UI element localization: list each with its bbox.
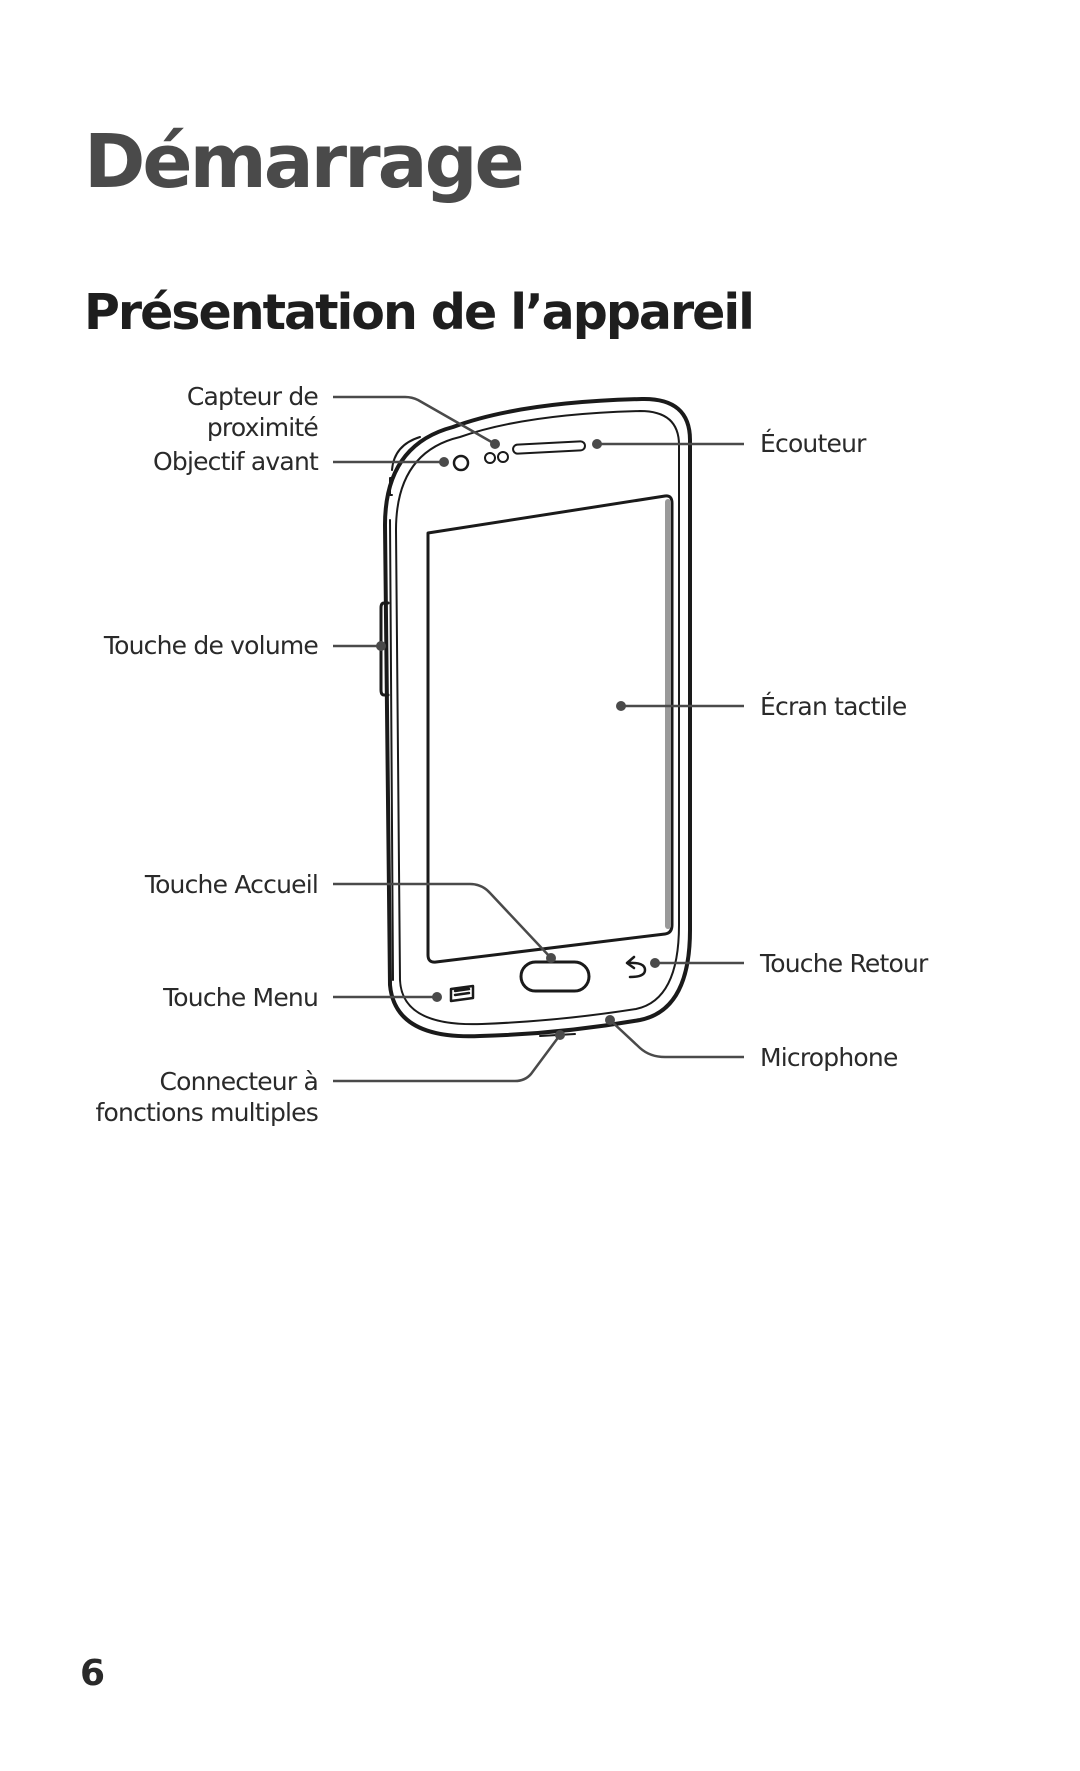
label-connector-line1: Connecteur à	[159, 1067, 318, 1096]
label-menu-key: Touche Menu	[162, 983, 318, 1012]
section-title: Présentation de l’appareil	[84, 284, 755, 341]
side-notch	[389, 477, 393, 496]
leader-dots	[376, 439, 660, 1040]
dot-front-camera	[439, 457, 449, 467]
dot-menu	[432, 992, 442, 1002]
dot-touchscreen	[616, 701, 626, 711]
phone-side-band	[389, 436, 421, 981]
label-back-key: Touche Retour	[759, 949, 929, 978]
chapter-title: Démarrage	[84, 119, 525, 205]
label-volume-key: Touche de volume	[103, 631, 319, 660]
front-camera-lens	[452, 454, 470, 472]
page-number: 6	[80, 1653, 106, 1694]
earpiece-grille	[512, 440, 586, 455]
label-microphone: Microphone	[760, 1043, 898, 1072]
proximity-sensor-dot-right	[497, 451, 509, 463]
dot-earpiece	[592, 439, 602, 449]
leader-home	[333, 882, 552, 959]
phone-bezel-outline	[395, 410, 680, 1026]
menu-key-icon	[449, 984, 475, 1003]
label-touchscreen: Écran tactile	[760, 692, 907, 721]
dot-back	[650, 958, 660, 968]
dot-home	[546, 953, 556, 963]
label-front-camera: Objectif avant	[153, 447, 319, 476]
leader-connector	[333, 1034, 562, 1083]
label-earpiece: Écouteur	[760, 429, 867, 458]
display-outline	[426, 494, 674, 964]
label-connector-line2: fonctions multiples	[96, 1098, 318, 1127]
leader-proximity	[333, 395, 496, 446]
leader-microphone	[609, 1019, 744, 1059]
label-proximity-line2: proximité	[207, 413, 319, 442]
proximity-sensor-dot-left	[484, 452, 496, 464]
label-proximity-line1: Capteur de	[187, 382, 319, 411]
dot-proximity	[490, 439, 500, 449]
leader-lines	[333, 395, 744, 1083]
label-home-key: Touche Accueil	[144, 870, 318, 899]
dot-volume	[376, 641, 386, 651]
home-key-shape	[519, 960, 591, 993]
dot-connector	[555, 1030, 565, 1040]
dot-microphone	[605, 1015, 615, 1025]
phone-body-outline	[383, 396, 692, 1039]
back-key-icon	[625, 955, 647, 979]
